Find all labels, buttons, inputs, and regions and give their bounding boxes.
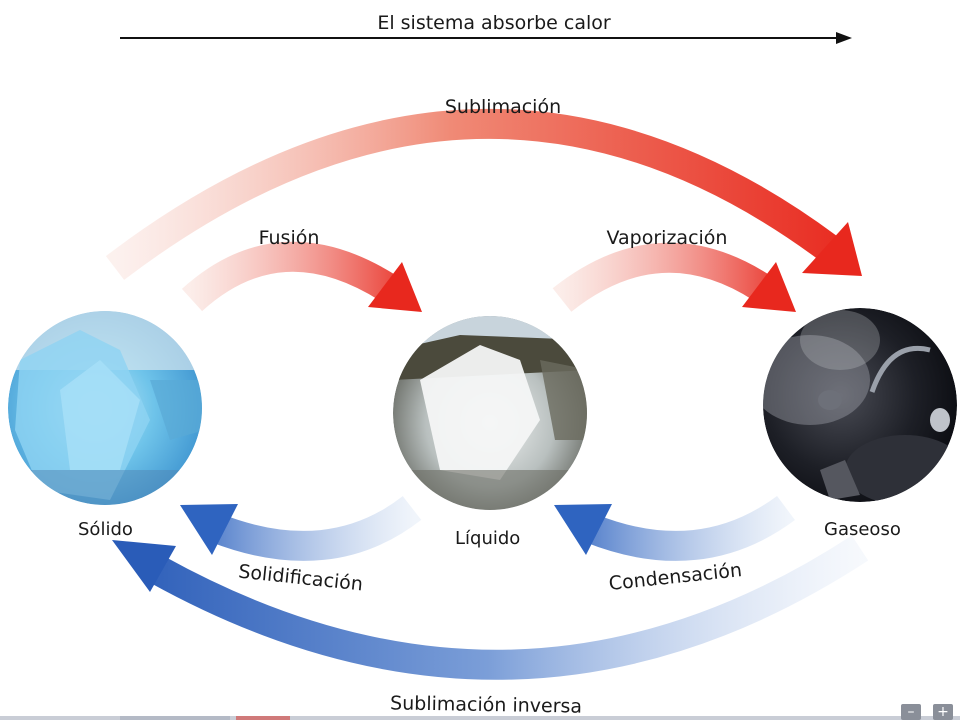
vaporization-label: Vaporización xyxy=(607,227,728,249)
solid-photo xyxy=(8,311,202,505)
heat-absorb-arrow xyxy=(120,32,852,44)
condensation-label: Condensación xyxy=(608,559,743,595)
gas-photo xyxy=(763,308,957,502)
vaporization-arrow xyxy=(552,242,796,312)
sublimation-arrow xyxy=(105,108,862,280)
liquid-photo xyxy=(393,316,587,510)
inverse-sublimation-label: Sublimación inversa xyxy=(390,692,582,717)
fusion-arrow xyxy=(181,241,422,312)
solidification-arrow xyxy=(180,495,422,561)
toolbar-tab[interactable] xyxy=(120,716,230,720)
solidification-label: Solidificación xyxy=(237,561,364,596)
fusion-label: Fusión xyxy=(259,227,320,249)
liquid-label: Líquido xyxy=(455,528,521,549)
solid-label: Sólido xyxy=(78,519,133,540)
gas-label: Gaseoso xyxy=(824,519,901,540)
bottom-toolbar xyxy=(0,716,960,720)
toolbar-tab-active[interactable] xyxy=(236,716,290,720)
zoom-out-button[interactable]: – xyxy=(901,704,921,720)
zoom-in-button[interactable]: + xyxy=(933,704,953,720)
sublimation-label: Sublimación xyxy=(445,96,561,118)
condensation-arrow xyxy=(554,495,795,561)
header-title: El sistema absorbe calor xyxy=(377,12,611,34)
inverse-sublimation-arrow xyxy=(112,535,869,680)
